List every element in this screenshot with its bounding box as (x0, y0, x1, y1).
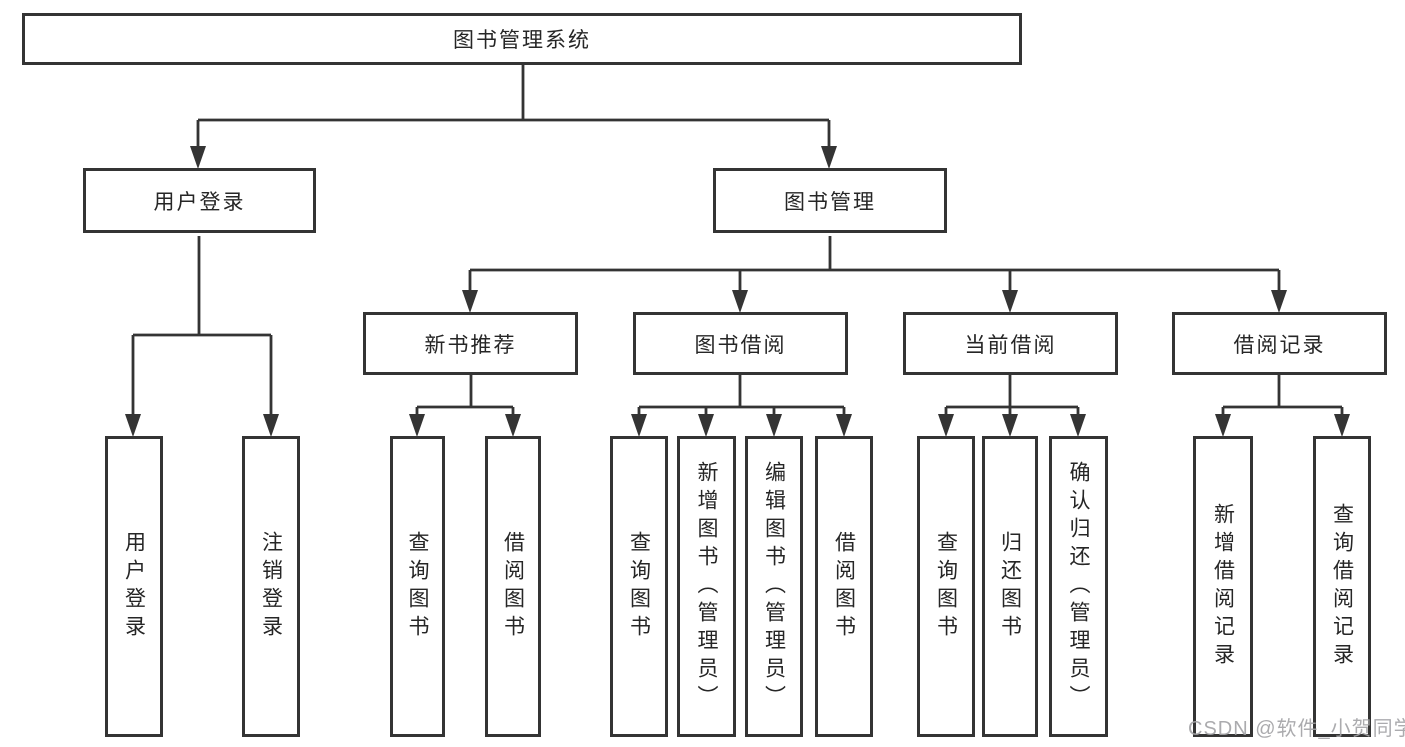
leaf-edit-book-admin-label: 编辑图书（管理员） (762, 460, 786, 713)
leaf-confirm-return-admin-label: 确认归还（管理员） (1067, 460, 1090, 713)
leaf-borrow-books: 借阅图书 (815, 436, 873, 737)
node-book-management-label: 图书管理 (784, 190, 876, 214)
leaf-add-borrow-record-label: 新增借阅记录 (1211, 502, 1235, 671)
node-book-borrow-label: 图书借阅 (694, 333, 787, 357)
node-user-login: 用户登录 (83, 168, 316, 233)
leaf-query-books-recommend: 查询图书 (390, 436, 445, 737)
leaf-return-books-label: 归还图书 (998, 530, 1022, 643)
leaf-add-book-admin-label: 新增图书（管理员） (695, 460, 718, 713)
node-borrow-records: 借阅记录 (1172, 312, 1387, 375)
node-root-label: 图书管理系统 (453, 29, 591, 52)
leaf-borrow-books-recommend: 借阅图书 (485, 436, 541, 737)
leaf-add-borrow-record: 新增借阅记录 (1193, 436, 1253, 737)
leaf-edit-book-admin: 编辑图书（管理员） (745, 436, 803, 737)
leaf-borrow-books-label: 借阅图书 (832, 530, 856, 643)
node-book-borrow: 图书借阅 (633, 312, 848, 375)
node-current-borrow: 当前借阅 (903, 312, 1118, 375)
leaf-borrow-books-recommend-label: 借阅图书 (501, 530, 525, 643)
node-borrow-records-label: 借阅记录 (1233, 333, 1326, 357)
leaf-return-books: 归还图书 (982, 436, 1038, 737)
leaf-query-books-current-label: 查询图书 (934, 530, 958, 643)
leaf-logout-label: 注销登录 (259, 530, 283, 643)
watermark: CSDN @软件_小贺同学 (1188, 718, 1405, 740)
leaf-user-login-label: 用户登录 (122, 530, 146, 643)
node-book-management: 图书管理 (713, 168, 947, 233)
leaf-query-borrow-record: 查询借阅记录 (1313, 436, 1371, 737)
leaf-query-borrow-record-label: 查询借阅记录 (1330, 502, 1354, 671)
leaf-logout: 注销登录 (242, 436, 300, 737)
node-user-login-label: 用户登录 (153, 190, 246, 214)
node-new-book-recommend-label: 新书推荐 (424, 333, 517, 357)
leaf-query-books-current: 查询图书 (917, 436, 975, 737)
leaf-query-books-recommend-label: 查询图书 (406, 530, 429, 643)
node-current-borrow-label: 当前借阅 (964, 333, 1057, 357)
leaf-confirm-return-admin: 确认归还（管理员） (1049, 436, 1108, 737)
node-root: 图书管理系统 (22, 13, 1022, 65)
leaf-user-login: 用户登录 (105, 436, 163, 737)
leaf-query-books-borrow-label: 查询图书 (627, 530, 651, 643)
leaf-query-books-borrow: 查询图书 (610, 436, 668, 737)
node-new-book-recommend: 新书推荐 (363, 312, 578, 375)
leaf-add-book-admin: 新增图书（管理员） (677, 436, 736, 737)
